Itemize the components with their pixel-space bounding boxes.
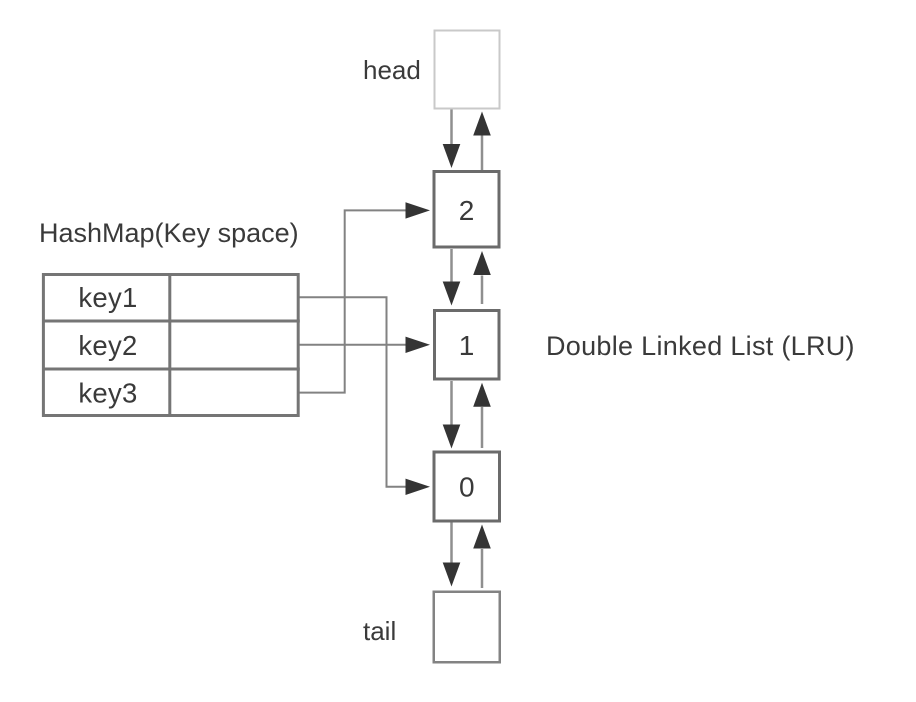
svg-text:2: 2	[459, 195, 475, 226]
svg-text:tail: tail	[363, 616, 396, 646]
svg-text:key2: key2	[78, 330, 137, 361]
svg-text:key1: key1	[78, 282, 137, 313]
svg-text:key3: key3	[78, 378, 137, 409]
svg-text:HashMap(Key space): HashMap(Key space)	[39, 218, 299, 248]
svg-text:Double Linked List (LRU): Double Linked List (LRU)	[546, 331, 855, 361]
svg-text:head: head	[363, 55, 421, 85]
svg-text:1: 1	[459, 330, 475, 361]
svg-text:0: 0	[459, 472, 475, 503]
